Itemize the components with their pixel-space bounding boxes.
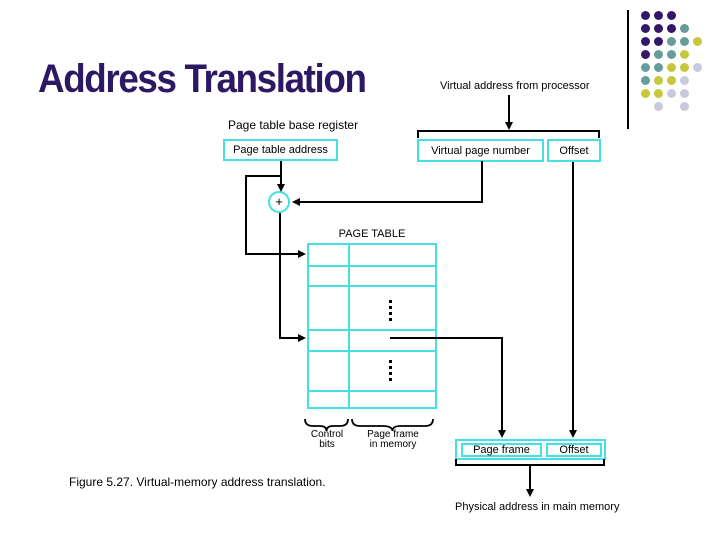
decor-dot — [653, 36, 663, 46]
decor-dot — [640, 75, 650, 85]
ellipsis-dot — [389, 300, 392, 303]
vpn-to-adder-line — [292, 161, 483, 206]
physical-offset-label: Offset — [559, 444, 589, 456]
ellipsis-dot — [389, 312, 392, 315]
page-table-divider — [348, 245, 350, 407]
page-table — [307, 243, 437, 409]
page-table-row-line — [309, 350, 435, 352]
processor-arrow — [505, 95, 513, 130]
decor-dot — [653, 62, 663, 72]
base-register-to-adder-line — [277, 161, 285, 192]
page-frame-brace — [351, 418, 434, 432]
decor-dot — [666, 10, 676, 20]
decor-dot — [679, 101, 689, 111]
decor-dot — [679, 75, 689, 85]
offset-line — [569, 162, 577, 438]
decor-dot — [653, 23, 663, 33]
decor-dot — [666, 88, 676, 98]
adder-circle: + — [268, 191, 290, 213]
decor-dot — [666, 75, 676, 85]
ellipsis-dot — [389, 318, 392, 321]
control-bits-brace — [304, 418, 349, 432]
page-table-row-line — [309, 285, 435, 287]
decor-dot — [653, 10, 663, 20]
decor-dot — [640, 36, 650, 46]
decor-dot — [640, 88, 650, 98]
page-table-address-label: Page table address — [233, 144, 328, 156]
adder-to-table-line — [279, 213, 306, 342]
plus-sign: + — [275, 194, 283, 209]
decor-dot — [666, 62, 676, 72]
ellipsis-dot — [389, 372, 392, 375]
decor-dot — [692, 36, 702, 46]
decor-dot — [692, 62, 702, 72]
ellipsis-dot — [389, 306, 392, 309]
decor-dot — [640, 10, 650, 20]
control-bits-label: Control bits — [310, 429, 344, 450]
decor-dot — [653, 75, 663, 85]
physical-address-bracket — [455, 459, 605, 497]
table-to-page-frame-line — [390, 337, 506, 438]
page-frame-label: Page frame — [473, 444, 530, 456]
page-table-row-line — [309, 265, 435, 267]
page-table-row-line — [309, 390, 435, 392]
decor-dot — [666, 36, 676, 46]
physical-offset-box: Offset — [546, 443, 602, 457]
decor-dot — [666, 23, 676, 33]
virtual-page-number-box: Virtual page number — [417, 139, 544, 162]
ellipsis-dot — [389, 360, 392, 363]
virtual-address-label: Virtual address from processor — [440, 80, 590, 92]
page-title: Address Translation — [38, 57, 367, 101]
decor-dot — [679, 49, 689, 59]
page-frame-in-memory-label: Page frame in memory — [367, 429, 419, 450]
virtual-offset-label: Offset — [559, 144, 589, 157]
page-table-title: PAGE TABLE — [338, 228, 406, 240]
decor-dot — [679, 62, 689, 72]
decor-dot — [653, 88, 663, 98]
page-table-address-box: Page table address — [223, 139, 338, 161]
decor-dot — [679, 88, 689, 98]
page-table-row-line — [309, 329, 435, 331]
decor-dot — [679, 36, 689, 46]
page-frame-box: Page frame — [461, 443, 542, 457]
decor-dot — [640, 62, 650, 72]
decor-dot — [666, 49, 676, 59]
physical-address-label: Physical address in main memory — [455, 501, 620, 513]
decor-dot — [679, 23, 689, 33]
decor-dot — [653, 101, 663, 111]
virtual-address-bracket — [417, 130, 600, 138]
decor-dot — [640, 49, 650, 59]
ellipsis-dot — [389, 378, 392, 381]
ellipsis-dot — [389, 366, 392, 369]
decor-dot — [640, 23, 650, 33]
base-to-table-line — [245, 175, 306, 258]
side-rule — [627, 10, 629, 129]
virtual-page-number-label: Virtual page number — [431, 144, 530, 157]
page-table-base-register-label: Page table base register — [228, 118, 359, 132]
decor-dot — [653, 49, 663, 59]
figure-caption: Figure 5.27. Virtual-memory address tran… — [69, 475, 326, 489]
virtual-offset-box: Offset — [547, 139, 601, 162]
